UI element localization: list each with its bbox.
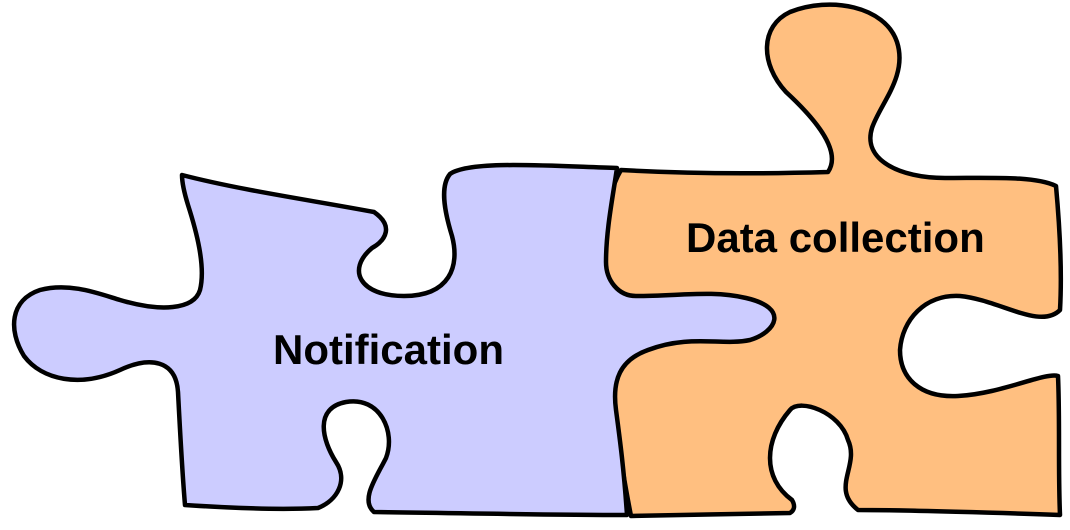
notification-piece: [11, 162, 777, 518]
data-collection-piece: [601, 2, 1064, 519]
notification-label: Notification: [273, 326, 504, 373]
data-collection-label: Data collection: [686, 214, 985, 261]
